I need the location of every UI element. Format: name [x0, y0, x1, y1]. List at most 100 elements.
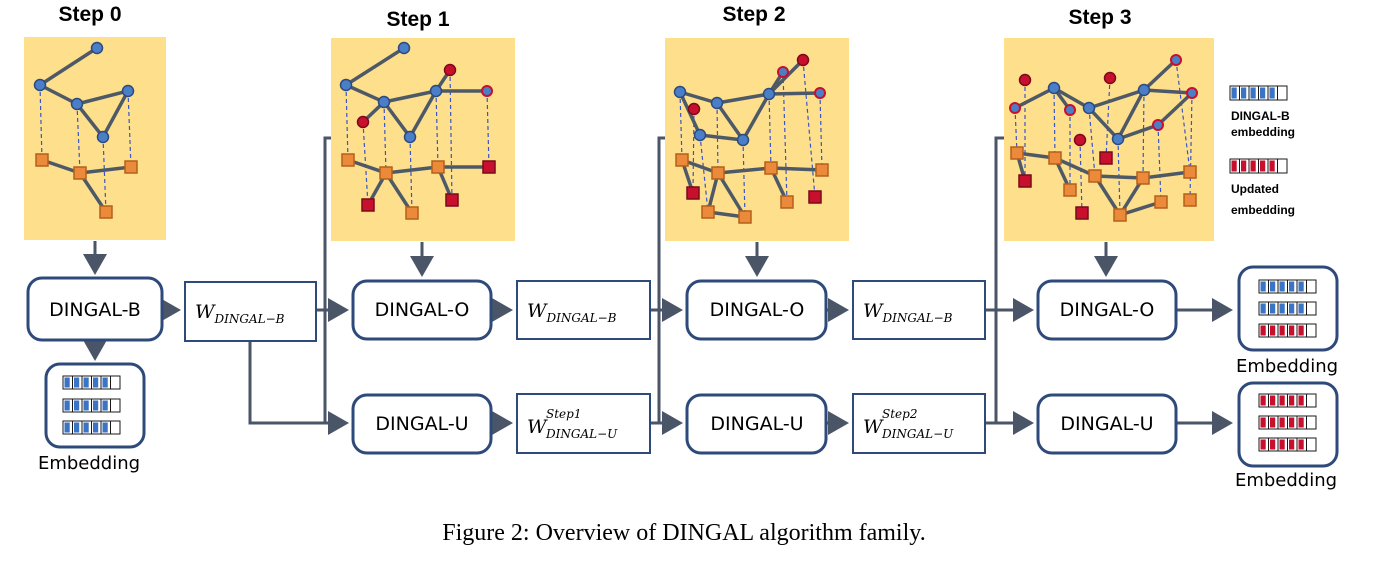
step-2-label: Step 2 — [722, 3, 785, 26]
embedding-cell-fill — [83, 377, 89, 388]
legend-updated-label-2: embedding — [1231, 203, 1295, 217]
embedding-cell-fill — [74, 400, 80, 411]
svg-text:WDINGAL−B: WDINGAL−B — [195, 301, 285, 326]
embedding-box-update: Embedding — [1235, 381, 1339, 491]
embedding-cell-fill — [1270, 303, 1276, 314]
embedding-cell-fill — [102, 422, 108, 433]
embedding-cell-fill — [1270, 439, 1276, 450]
embedding-row — [1258, 393, 1317, 408]
embedding-cell-fill — [1270, 281, 1276, 292]
dingal-o-box-step-2: DINGAL-O — [685, 279, 828, 341]
embedding-row — [1258, 437, 1317, 452]
graph-panel-step-0 — [24, 37, 166, 240]
w-dingal-b-box-1: WDINGAL−B — [184, 281, 317, 342]
embedding-cell-fill — [1298, 395, 1304, 406]
figure-caption: Figure 2: Overview of DINGAL algorithm f… — [442, 520, 925, 546]
embedding-cell-fill — [1289, 417, 1295, 428]
embedding-cell-fill — [83, 400, 89, 411]
embedding-cell — [1306, 323, 1317, 338]
embedding-cell — [1277, 85, 1288, 101]
embedding-cell-fill — [93, 422, 99, 433]
embedding-cell-fill — [1260, 87, 1266, 99]
svg-text:WDINGAL−B: WDINGAL−B — [863, 300, 953, 325]
embedding-cell-fill — [1241, 87, 1247, 99]
embedding-cell-fill — [64, 377, 70, 388]
connectors — [83, 136, 1233, 435]
embedding-cell-fill — [1241, 160, 1247, 172]
w-superscript-step2: Step2 — [882, 407, 917, 421]
embedding-cell-fill — [1260, 439, 1266, 450]
embedding-cell — [1306, 301, 1317, 316]
w-dingal-b-box-2: WDINGAL−B — [516, 280, 651, 340]
embedding-cell-fill — [1279, 281, 1285, 292]
embedding-cell-fill — [1279, 439, 1285, 450]
embedding-cell-fill — [1279, 417, 1285, 428]
graph-panel-step-2 — [665, 38, 849, 241]
legend-base-label-1: DINGAL-B — [1231, 109, 1290, 123]
dingal-u-label-step-3: DINGAL-U — [1060, 413, 1153, 435]
w-superscript-step1: Step1 — [546, 407, 581, 421]
embedding-cell-fill — [1279, 303, 1285, 314]
embedding-cell-fill — [1260, 303, 1266, 314]
dingal-o-box-step-1: DINGAL-O — [351, 279, 493, 341]
embedding-cell-fill — [1250, 87, 1256, 99]
embedding-cell-fill — [93, 377, 99, 388]
embedding-cell-fill — [74, 422, 80, 433]
w-symbol: W — [527, 300, 548, 322]
embedding-cell — [1306, 279, 1317, 294]
embedding-cell — [1277, 158, 1288, 174]
embedding-cell-fill — [64, 422, 70, 433]
w-symbol: W — [527, 416, 548, 438]
embedding-row — [62, 398, 121, 413]
embedding-cell-fill — [64, 400, 70, 411]
embedding-row — [1258, 279, 1317, 294]
legend-updated-label-1: Updated — [1231, 182, 1279, 196]
w-subscript: DINGAL−B — [546, 311, 617, 325]
embedding-cell-fill — [1298, 281, 1304, 292]
embedding-box-step-0: Embedding — [38, 362, 146, 474]
embedding-cell — [1306, 393, 1317, 408]
embedding-cell-fill — [74, 377, 80, 388]
legend-base-embedding-swatch — [1229, 85, 1288, 101]
legend-base-label-2: embedding — [1231, 125, 1295, 139]
embedding-cell-fill — [1298, 417, 1304, 428]
step-0-label: Step 0 — [58, 3, 121, 26]
embedding-cell-fill — [1260, 395, 1266, 406]
embedding-cell-fill — [1289, 325, 1295, 336]
dingal-o-label-step-2: DINGAL-O — [710, 299, 805, 321]
embedding-cell-fill — [83, 422, 89, 433]
legend: DINGAL-B embedding Updated embedding — [1229, 85, 1295, 217]
dingal-u-label-step-2: DINGAL-U — [710, 413, 803, 435]
svg-text:WDINGAL−B: WDINGAL−B — [527, 300, 617, 325]
embedding-cell-fill — [102, 377, 108, 388]
embedding-cell — [110, 398, 121, 413]
dingal-u-label-step-1: DINGAL-U — [375, 413, 468, 435]
embedding-label-online: Embedding — [1236, 356, 1338, 377]
legend-updated-embedding-swatch — [1229, 158, 1288, 174]
embedding-row — [62, 375, 121, 390]
graph-panel-step-3 — [1004, 38, 1214, 241]
step-3-label: Step 3 — [1068, 6, 1131, 29]
w-symbol: W — [195, 301, 216, 323]
embedding-cell-fill — [1260, 160, 1266, 172]
w-symbol: W — [863, 300, 884, 322]
dingal-u-box-step-3: DINGAL-U — [1036, 393, 1178, 455]
embedding-cell-fill — [1260, 417, 1266, 428]
embedding-cell-fill — [1270, 417, 1276, 428]
dingal-b-label: DINGAL-B — [49, 299, 141, 321]
embedding-row — [1258, 323, 1317, 338]
w-subscript: DINGAL−B — [214, 312, 285, 326]
embedding-cell-fill — [1279, 325, 1285, 336]
embedding-row — [62, 420, 121, 435]
embedding-cell-fill — [1289, 281, 1295, 292]
embedding-cell-fill — [1298, 303, 1304, 314]
embedding-row — [1258, 301, 1317, 316]
w-subscript-u: DINGAL−U — [881, 427, 954, 441]
embedding-cell-fill — [1250, 160, 1256, 172]
dingal-u-box-step-2: DINGAL-U — [685, 393, 828, 455]
embedding-cell-fill — [1289, 439, 1295, 450]
embedding-cell-fill — [1269, 87, 1275, 99]
dingal-o-label-step-3: DINGAL-O — [1060, 299, 1155, 321]
w-subscript-u: DINGAL−U — [545, 427, 618, 441]
